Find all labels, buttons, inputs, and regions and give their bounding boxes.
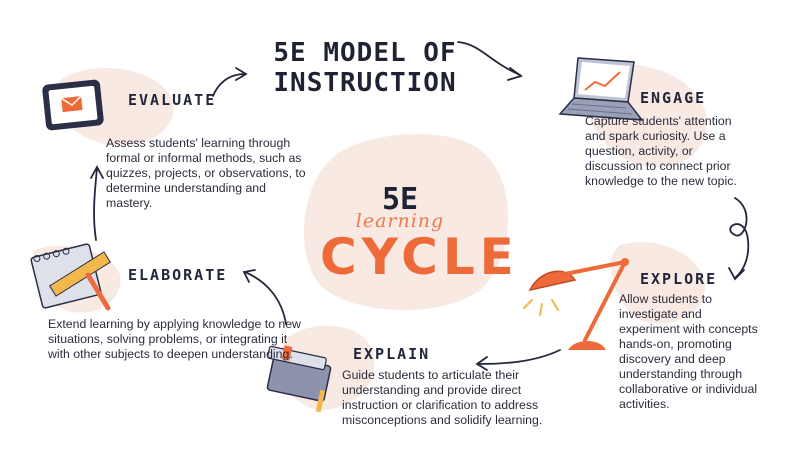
evaluate-label: EVALUATE [128,91,217,109]
elaborate-text: Extend learning by applying knowledge to… [48,317,301,361]
engage-label: ENGAGE [640,89,707,107]
arrow-engage-to-explore [728,197,750,281]
center-blob [303,133,509,311]
explain-label: EXPLAIN [353,345,431,363]
diagram-title: 5E MODEL OF INSTRUCTION [270,38,460,98]
title-line-2: INSTRUCTION [273,68,457,98]
arrow-evaluate-to-title [212,67,248,97]
desk-lamp-icon [523,258,629,350]
arrow-elaborate-to-evaluate [90,165,104,241]
elaborate-label: ELABORATE [128,266,228,284]
arrow-title-to-engage [457,41,523,81]
arrow-explain-to-elaborate [242,269,287,325]
notepad-ruler-icon [30,243,112,311]
center-cycle: CYCLE [320,228,519,286]
explore-label: EXPLORE [640,270,718,288]
books-icon [266,345,332,413]
tablet-icon [42,79,104,131]
evaluate-text: Assess students' learning through formal… [106,136,306,210]
center-5e: 5E [381,182,419,217]
title-line-1: 5E MODEL OF [273,38,457,68]
explore-blob [610,241,705,324]
laptop-chart-icon [558,57,644,121]
explore-text: Allow students to investigate and experi… [619,292,758,411]
explain-text: Guide students to articulate their under… [342,368,543,427]
arrow-explore-to-explain [475,349,561,371]
engage-text: Capture students' attention and spark cu… [585,114,737,188]
center-learning: learning [355,210,445,232]
